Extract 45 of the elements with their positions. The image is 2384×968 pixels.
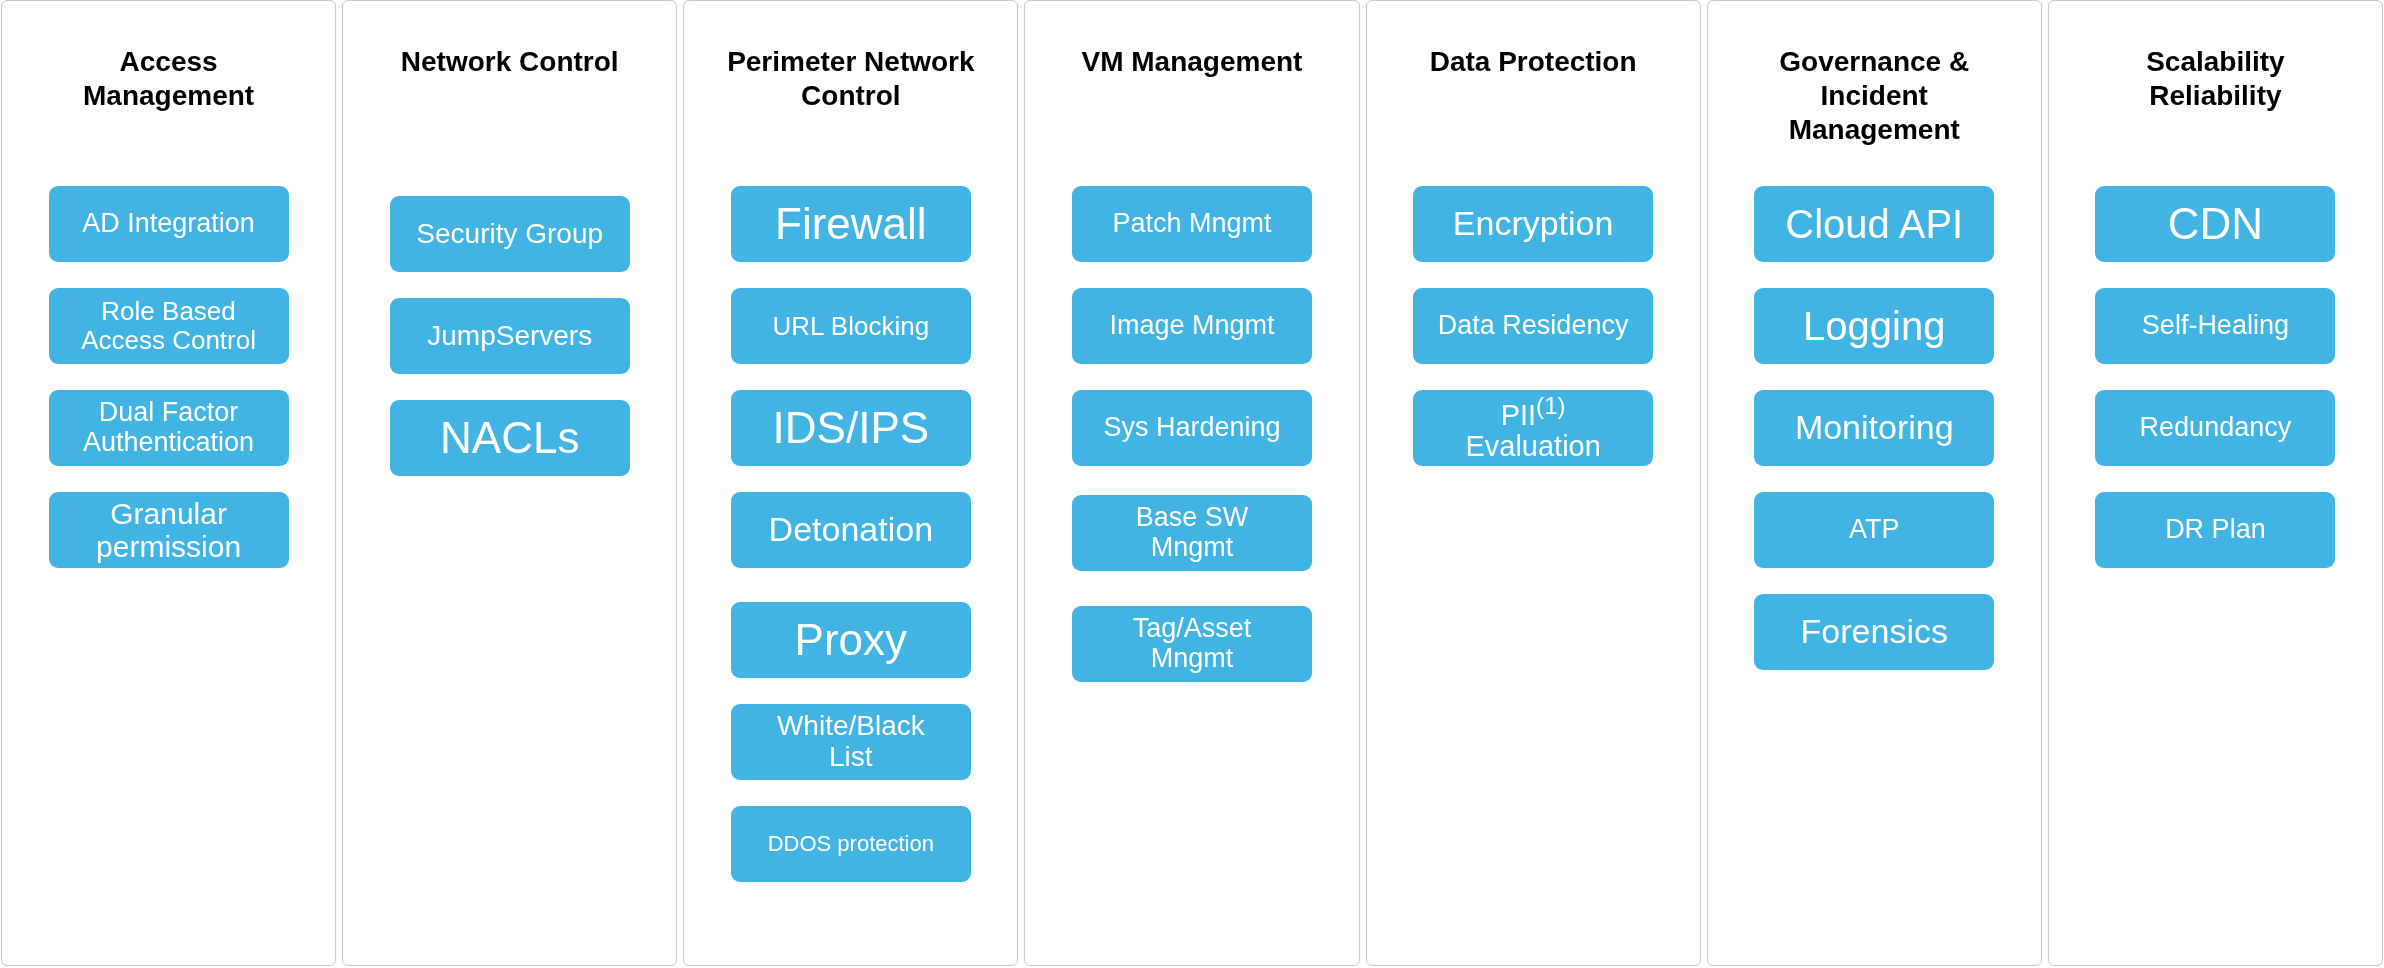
feature-box: Base SW Mngmt xyxy=(1072,495,1312,571)
feature-box: Detonation xyxy=(730,492,971,568)
column-panel xyxy=(2047,0,2383,966)
feature-box: Granular permission xyxy=(48,492,289,568)
feature-box: Dual Factor Authentication xyxy=(48,390,289,466)
feature-box: NACLs xyxy=(389,400,630,476)
feature-box: DDOS protection xyxy=(730,806,971,882)
column-heading: Network Control xyxy=(399,45,620,79)
feature-box: Security Group xyxy=(389,196,630,272)
column-heading: Perimeter Network Control xyxy=(726,45,976,113)
column-heading: Access Management xyxy=(82,45,256,113)
column-panel xyxy=(1024,0,1360,966)
feature-box: Self-Healing xyxy=(2095,288,2336,364)
feature-box: PII$^{(1)}$ Evaluation xyxy=(1413,390,1654,466)
column-heading: VM Management xyxy=(1080,45,1304,79)
feature-box: IDS/IPS xyxy=(730,390,971,466)
feature-box: ATP xyxy=(1754,492,1995,568)
feature-box: URL Blocking xyxy=(730,288,971,364)
column-heading: Data Protection xyxy=(1428,45,1638,79)
feature-box: Patch Mngmt xyxy=(1072,186,1312,262)
column-panel xyxy=(1706,0,2042,966)
feature-box: Data Residency xyxy=(1413,288,1654,364)
feature-box: Logging xyxy=(1754,288,1995,364)
feature-box: Redundancy xyxy=(2095,390,2336,466)
feature-box: CDN xyxy=(2095,186,2336,262)
feature-box: Sys Hardening xyxy=(1072,390,1312,466)
column-heading: Scalability Reliability xyxy=(2145,45,2286,113)
feature-box: Role Based Access Control xyxy=(48,288,289,364)
column-panel xyxy=(683,0,1019,966)
column-heading: Governance & Incident Management xyxy=(1778,45,1971,147)
feature-box: White/Black List xyxy=(730,704,971,780)
column-panel xyxy=(342,0,678,966)
feature-box: AD Integration xyxy=(48,186,289,262)
feature-box: JumpServers xyxy=(389,298,630,374)
feature-box: DR Plan xyxy=(2095,492,2336,568)
feature-box: Monitoring xyxy=(1754,390,1995,466)
feature-box: Forensics xyxy=(1754,594,1995,670)
feature-box: Encryption xyxy=(1413,186,1654,262)
column-panel xyxy=(1,0,337,966)
feature-box: Cloud API xyxy=(1754,186,1995,262)
feature-box: Tag/Asset Mngmt xyxy=(1072,606,1312,682)
feature-box: Image Mngmt xyxy=(1072,288,1312,364)
feature-box: Proxy xyxy=(730,602,971,678)
feature-box: Firewall xyxy=(730,186,971,262)
column-panel xyxy=(1365,0,1701,966)
